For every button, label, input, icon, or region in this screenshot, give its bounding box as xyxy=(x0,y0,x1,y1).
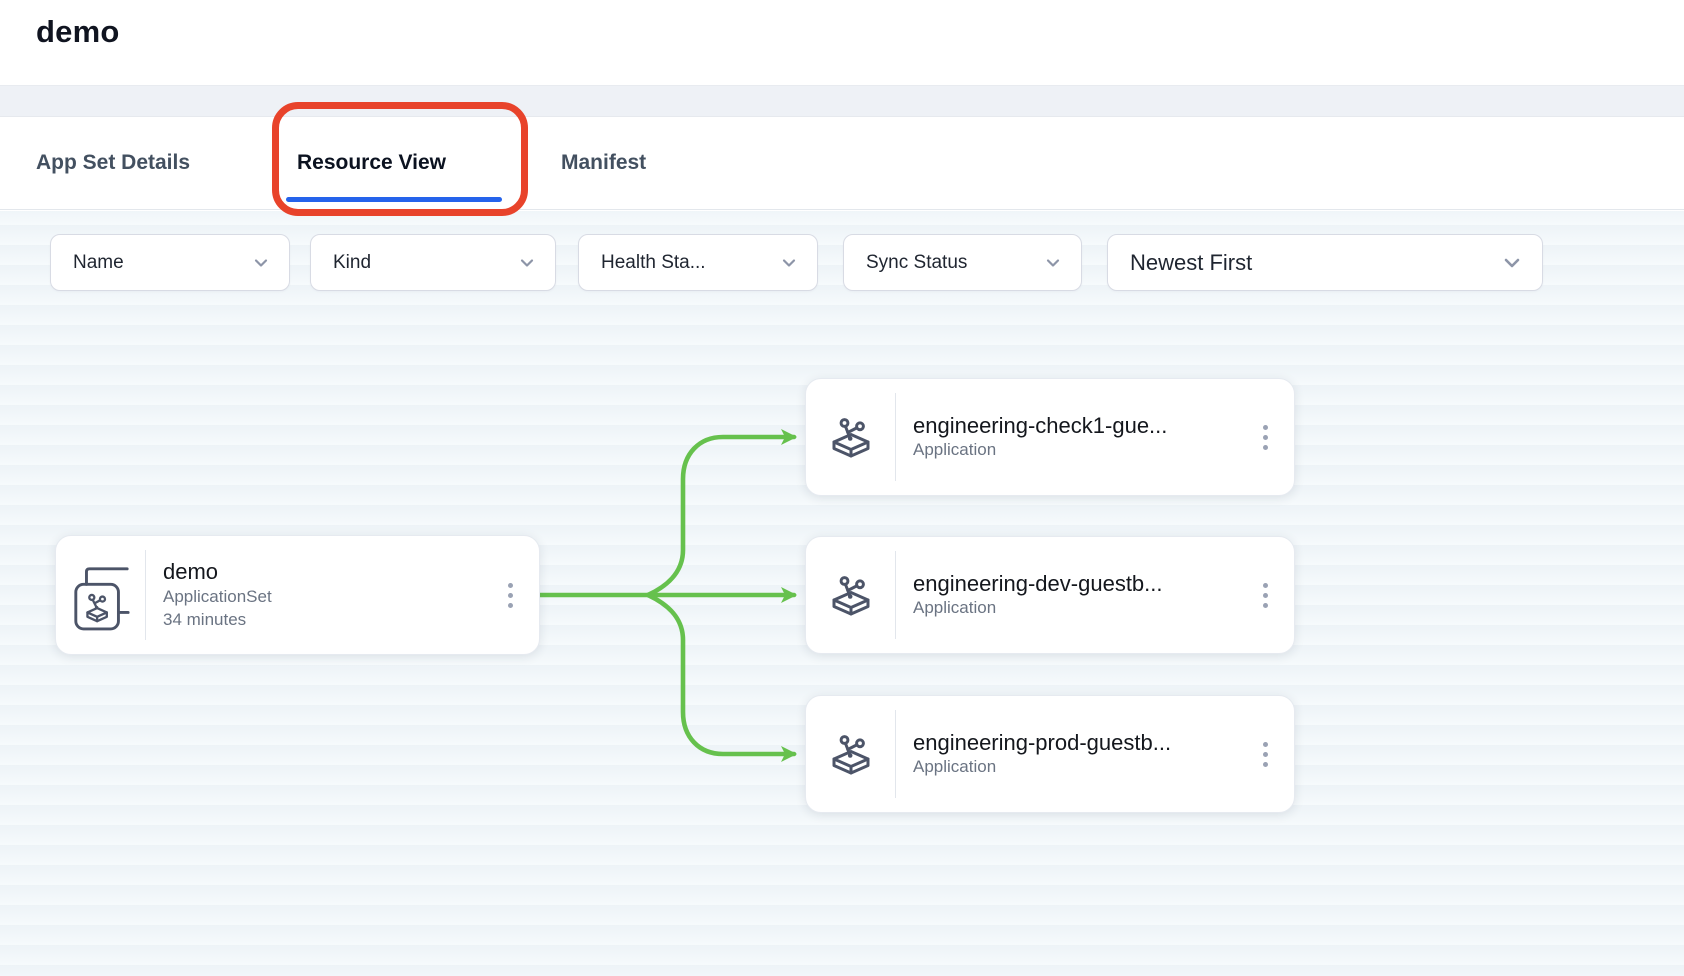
tab-label: Resource View xyxy=(297,151,447,174)
application-icon-wrap xyxy=(806,571,895,619)
chevron-down-icon xyxy=(1046,258,1060,267)
node-title: engineering-prod-guestb... xyxy=(913,729,1172,755)
tab-manifest[interactable]: Manifest xyxy=(561,117,646,209)
node-title: demo xyxy=(163,559,219,585)
filter-dropdown-health-status[interactable]: Health Sta... xyxy=(578,234,818,291)
kebab-menu-icon[interactable] xyxy=(1246,417,1284,458)
node-title: engineering-check1-gue... xyxy=(913,412,1168,438)
node-applicationset-demo[interactable]: demo ApplicationSet 34 minutes xyxy=(55,535,540,655)
chevron-down-icon xyxy=(782,258,796,267)
chevron-down-icon xyxy=(1504,258,1520,267)
chevron-down-icon xyxy=(520,258,534,267)
application-icon-wrap xyxy=(806,413,895,461)
node-kind: ApplicationSet xyxy=(163,586,272,606)
tab-app-set-details[interactable]: App Set Details xyxy=(36,117,190,209)
node-title: engineering-dev-guestb... xyxy=(913,570,1163,596)
node-text: demo ApplicationSet 34 minutes xyxy=(146,558,491,631)
kebab-menu-icon[interactable] xyxy=(1246,575,1284,616)
tab-label: App Set Details xyxy=(36,151,191,174)
node-divider xyxy=(895,710,896,798)
node-application-check1[interactable]: engineering-check1-gue... Application xyxy=(805,378,1295,496)
node-age: 34 minutes xyxy=(163,609,247,629)
filter-dropdown-kind[interactable]: Kind xyxy=(310,234,556,291)
page-title: demo xyxy=(36,14,120,49)
chevron-down-icon xyxy=(254,258,268,267)
node-application-prod[interactable]: engineering-prod-guestb... Application xyxy=(805,695,1295,813)
node-divider xyxy=(895,551,896,639)
node-divider xyxy=(145,550,146,640)
tab-resource-view[interactable]: Resource View xyxy=(297,117,446,209)
kebab-menu-icon[interactable] xyxy=(1246,734,1284,775)
applicationset-icon xyxy=(73,567,130,631)
application-icon xyxy=(832,418,869,458)
application-icon xyxy=(832,735,869,775)
application-icon-wrap xyxy=(806,730,895,778)
tab-label: Manifest xyxy=(561,151,647,174)
graph-canvas[interactable]: Name Kind Health Sta... Sync Status Newe… xyxy=(0,211,1684,976)
filter-dropdown-sync-status[interactable]: Sync Status xyxy=(843,234,1082,291)
node-text: engineering-prod-guestb... Application xyxy=(896,729,1246,779)
sort-dropdown[interactable]: Newest First xyxy=(1107,234,1543,291)
filter-label: Sync Status xyxy=(866,251,968,273)
node-kind: Application xyxy=(913,757,997,777)
filter-label: Name xyxy=(73,251,124,273)
page-header: demo xyxy=(0,0,1684,85)
node-divider xyxy=(895,393,896,481)
filter-label: Health Sta... xyxy=(601,251,706,273)
applicationset-icon-wrap xyxy=(56,557,145,633)
node-kind: Application xyxy=(913,598,997,618)
filter-label: Kind xyxy=(333,251,372,273)
node-text: engineering-check1-gue... Application xyxy=(896,412,1246,462)
node-kind: Application xyxy=(913,440,997,460)
filter-dropdown-name[interactable]: Name xyxy=(50,234,290,291)
node-text: engineering-dev-guestb... Application xyxy=(896,570,1246,620)
active-tab-underline xyxy=(286,197,502,202)
header-divider-band xyxy=(0,85,1684,117)
node-application-dev[interactable]: engineering-dev-guestb... Application xyxy=(805,536,1295,654)
kebab-menu-icon[interactable] xyxy=(491,575,529,616)
tab-bar: App Set Details Resource View Manifest xyxy=(0,117,1684,210)
sort-label: Newest First xyxy=(1130,249,1253,275)
application-icon xyxy=(832,576,869,616)
